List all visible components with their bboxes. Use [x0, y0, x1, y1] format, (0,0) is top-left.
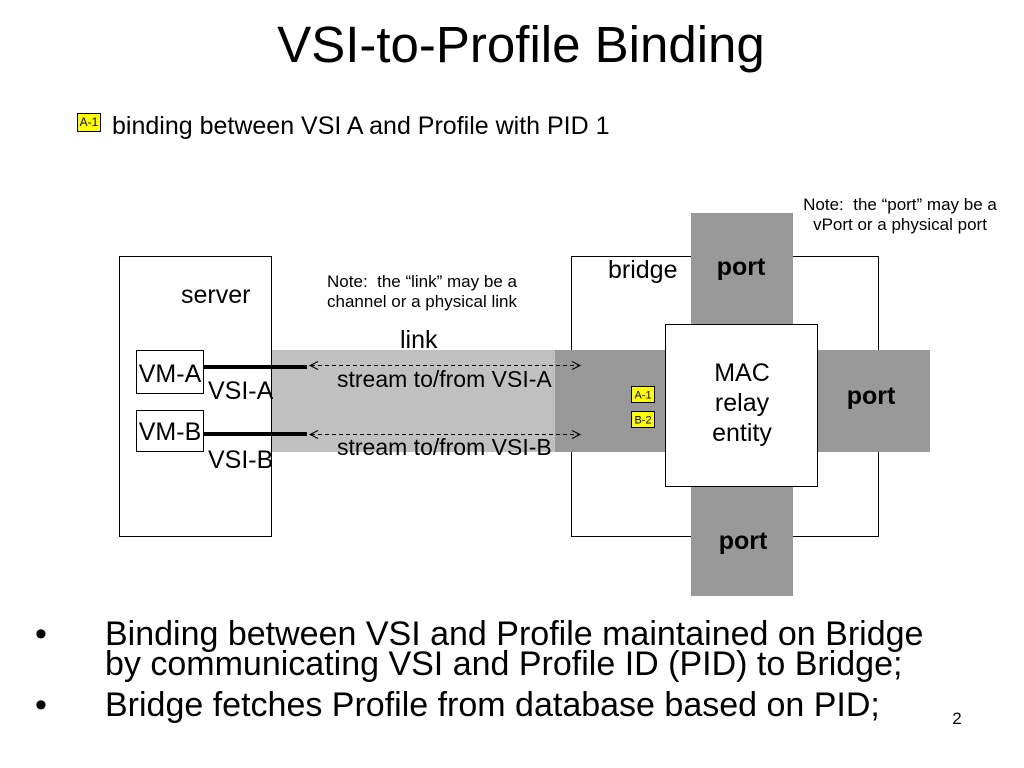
bullet-1-line-1: Binding between VSI and Profile maintain… — [105, 615, 923, 653]
bridge-port-right — [818, 350, 930, 452]
mac-relay-entity-box — [665, 324, 818, 487]
mac-relay-label-line-2: relay — [715, 389, 770, 417]
mac-relay-label-line-1: MAC — [714, 359, 770, 387]
server-label: server — [181, 281, 250, 309]
link-note: Note: the “link” may be a channel or a p… — [327, 272, 517, 311]
vsi-b-label: VSI-B — [208, 446, 273, 474]
server-box — [119, 256, 272, 537]
binding-tag-a1-label: A-1 — [634, 390, 651, 402]
legend: A-1 binding between VSI A and Profile wi… — [77, 112, 610, 140]
stream-label-vsi-b: stream to/from VSI-B — [337, 434, 552, 460]
arrowhead-right-icon — [571, 361, 582, 370]
vsi-a-label: VSI-A — [208, 377, 274, 405]
slide-title: VSI-to-Profile Binding — [277, 16, 765, 73]
bridge-port-top — [691, 213, 793, 325]
bridge-port-bottom-label: port — [719, 527, 768, 555]
bridge-port-right-label: port — [847, 382, 896, 410]
port-note-line-2: vPort or a physical port — [813, 215, 987, 234]
binding-tag-b2 — [631, 411, 655, 428]
link-note-line-2: channel or a physical link — [327, 292, 517, 311]
vm-b-label: VM-B — [139, 418, 202, 446]
bullet-marker: • — [35, 686, 47, 724]
link-note-line-1: Note: the “link” may be a — [327, 272, 517, 291]
vm-a-box — [136, 350, 204, 394]
bullet-list: • Binding between VSI and Profile mainta… — [35, 615, 923, 724]
legend-description: binding between VSI A and Profile with P… — [112, 112, 610, 140]
bridge-label: bridge — [608, 256, 678, 284]
vm-a-label: VM-A — [139, 360, 202, 388]
port-note: Note: the “port” may be a vPort or a phy… — [803, 195, 997, 234]
bullet-2-line-1: Bridge fetches Profile from database bas… — [105, 686, 880, 724]
page-number: 2 — [952, 709, 961, 728]
link-label: link — [400, 326, 438, 354]
port-note-line-1: Note: the “port” may be a — [803, 195, 997, 214]
arrowhead-left-icon — [308, 361, 319, 370]
legend-binding-tag — [77, 113, 101, 132]
arrowhead-left-icon — [308, 430, 319, 439]
binding-tag-b2-label: B-2 — [634, 415, 651, 427]
stream-label-vsi-a: stream to/from VSI-A — [337, 366, 552, 392]
stream-arrow-vsi-a — [308, 361, 582, 370]
vm-b-box — [136, 410, 204, 452]
arrowhead-right-icon — [571, 430, 582, 439]
bridge-port-top-label: port — [717, 253, 766, 281]
mac-relay-label-line-3: entity — [712, 419, 772, 447]
bullet-marker: • — [35, 615, 47, 653]
bullet-1-line-2: by communicating VSI and Profile ID (PID… — [105, 645, 902, 683]
legend-binding-tag-label: A-1 — [80, 115, 99, 129]
binding-tag-a1 — [631, 386, 655, 403]
stream-arrow-vsi-b — [308, 430, 582, 439]
bridge-port-bottom — [691, 487, 793, 596]
